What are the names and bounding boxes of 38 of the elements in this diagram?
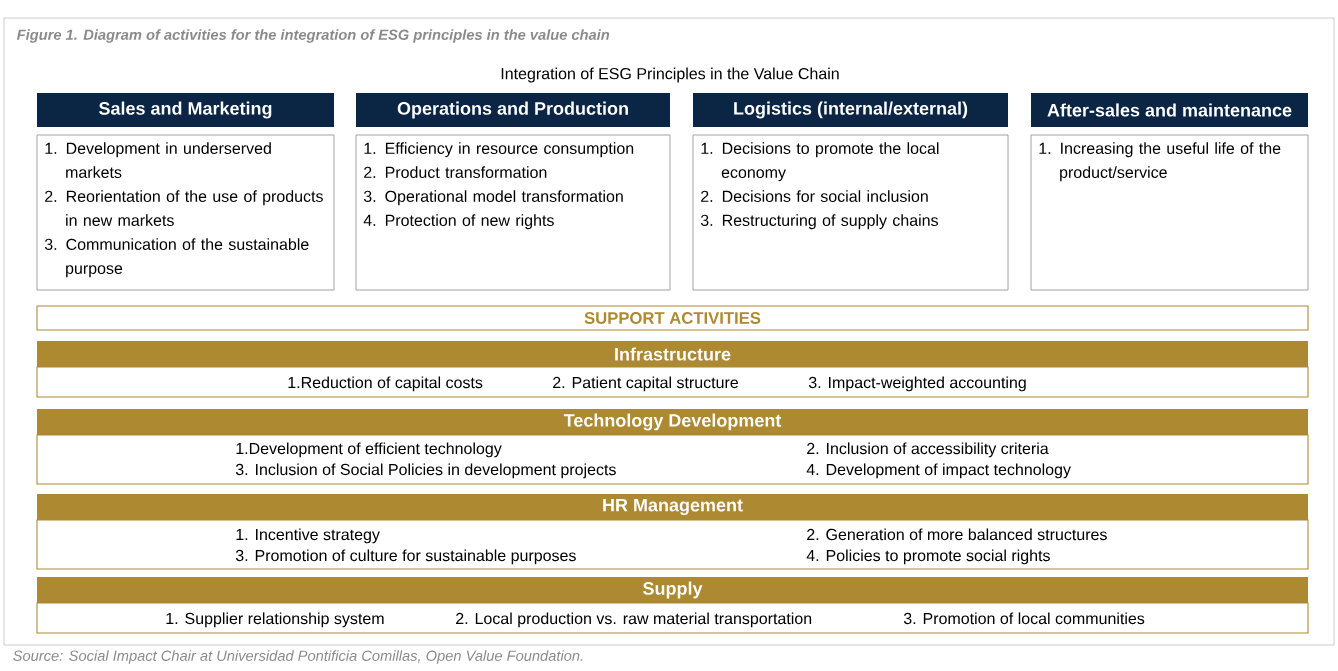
node-label: 3. Inclusion of Social Policies in development projects	[235, 463, 616, 479]
node-label: 1.Reduction of capital costs	[288, 376, 483, 392]
header-band: After-sales and maintenance	[1031, 93, 1308, 127]
header-band: Technology Development	[37, 409, 1308, 435]
node-label: 2. Generation of more balanced structures	[807, 528, 1107, 541]
node-label: 1. Efficiency in resource consumption	[364, 142, 634, 158]
list-box: 1.Reduction of capital costs 2. Patient capital structure 3. Impact-weighted accounting	[36, 366, 1309, 398]
node-label: 1.Development of efficient technology	[236, 442, 502, 458]
list-box: 1. Increasing the useful life of the product/service	[1030, 134, 1309, 291]
header-band: HR Management	[37, 494, 1308, 520]
list-box: 1.Development of efficient technology 2. Inclusion of accessibility criteria 3. Inclusion of Social Policies in development projects 4. Development of impact technology	[36, 434, 1309, 485]
header-band: Logistics (internal/external)	[693, 93, 1008, 127]
node-label: 2. Product transformation	[364, 166, 547, 179]
node-label: 2. Local production vs. raw material transportation	[456, 612, 812, 628]
node-label: 3. Impact-weighted accounting	[808, 376, 1026, 392]
list-box: 1. Efficiency in resource consumption 2. Product transformation 3. Operational model transformation 4. Protection of new rights	[355, 134, 671, 291]
node-label: 2. Inclusion of accessibility criteria	[807, 442, 1049, 458]
list-box: 1. Decisions to promote the local economy 2. Decisions for social inclusion 3. Restructuring of supply chains	[692, 134, 1009, 291]
node-label: 3. Promotion of local communities	[903, 612, 1145, 625]
list-box: 1. Supplier relationship system 2. Local production vs. raw material transportation 3. Promotion of local communities	[36, 602, 1309, 634]
header-band: Infrastructure	[37, 341, 1308, 367]
header-band: Sales and Marketing	[37, 93, 334, 127]
node-label: 4. Policies to promote social rights	[806, 549, 1050, 565]
section-band: SUPPORT ACTIVITIES	[36, 305, 1309, 331]
node-label: 2. Patient capital structure	[553, 376, 738, 392]
list-box: 1. Incentive strategy 2. Generation of more balanced structures 3. Promotion of culture for sustainable purposes 4. Policies to promote social rights	[36, 519, 1309, 570]
figure-caption: Figure 1. Diagram of activities for the integration of ESG principles in the value chain	[16, 29, 610, 43]
list-box: 1. Development in underserved markets 2. Reorientation of the use of products in new markets 3. Communication of the sustainable purpose	[36, 134, 335, 291]
source-note: Source: Social Impact Chair at Universidad Pontificia Comillas, Open Value Foundation.	[13, 650, 583, 664]
node-label: 1. Incentive strategy	[236, 528, 380, 544]
node-label: 1. Supplier relationship system	[166, 612, 384, 628]
diagram-title: Integration of ESG Principles in the Value Chain	[501, 67, 839, 83]
header-band: Operations and Production	[356, 93, 670, 127]
node-label: 4. Protection of new rights	[363, 214, 554, 230]
node-label: 3. Operational model transformation	[363, 190, 623, 206]
node-label: 4. Development of impact technology	[806, 463, 1071, 479]
header-band: Supply	[37, 577, 1308, 603]
node-label: 3. Promotion of culture for sustainable purposes	[235, 549, 576, 565]
